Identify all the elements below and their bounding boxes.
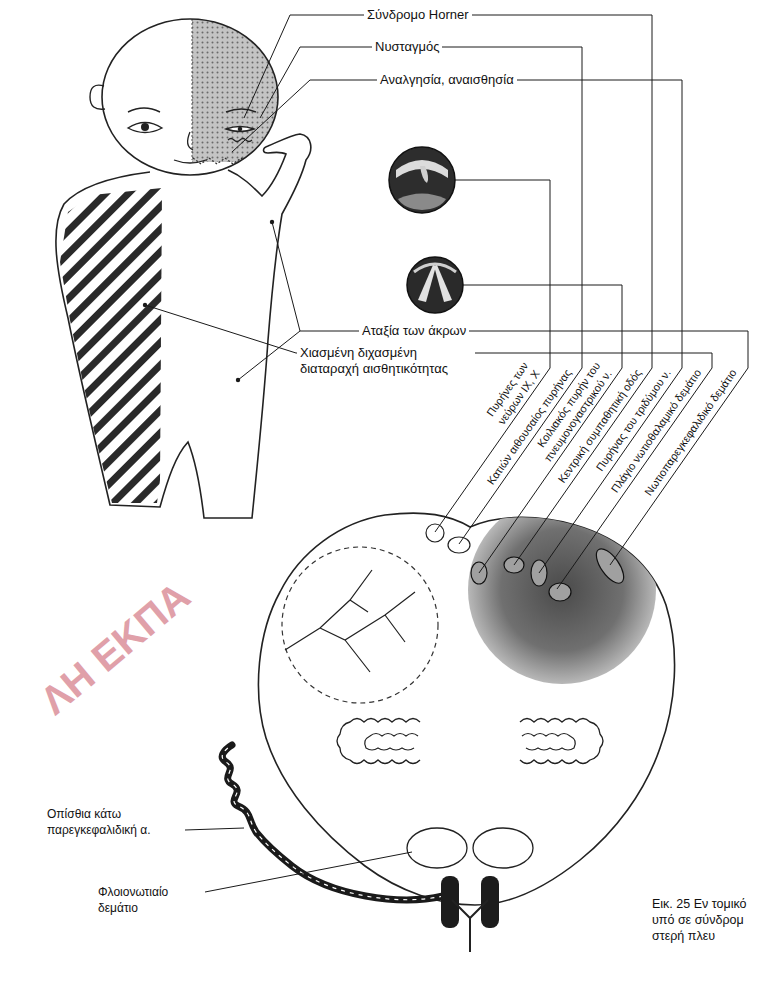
leader-line	[238, 331, 300, 380]
figure-caption: Εικ. 25 Εν τομικό υπό σε σύνδρομ στερή π…	[652, 896, 762, 944]
head-outline	[102, 19, 278, 175]
medulla-outline	[258, 513, 674, 905]
ear	[90, 85, 105, 109]
pyramid	[473, 828, 533, 868]
mouth	[174, 160, 206, 163]
olive-inner	[365, 734, 418, 751]
leader-line	[145, 305, 712, 589]
pharynx-view	[389, 147, 455, 213]
vertebral-artery	[441, 876, 459, 928]
leader-dot	[270, 220, 274, 224]
vertebral-artery	[481, 876, 499, 928]
symptom-label: Νυσταγμός	[372, 39, 442, 55]
anterior-spinal-artery	[452, 900, 488, 952]
eyebrow	[226, 109, 256, 112]
pyramid	[407, 828, 467, 868]
nucleus	[426, 524, 444, 542]
leader-line	[185, 828, 244, 830]
larynx-view	[407, 257, 463, 313]
eyebrow	[128, 108, 160, 112]
miotic-pupil	[238, 127, 243, 132]
nystagmus-marks	[228, 139, 252, 142]
midline-border	[192, 19, 193, 160]
leader-line	[232, 80, 682, 573]
tongue	[398, 194, 446, 211]
penetrating-vessels	[285, 570, 415, 672]
sensory-loss-stripes	[50, 180, 170, 510]
olive	[337, 719, 420, 764]
artery-label: Οπίσθια κάτω παρεγκεφαλιδική α.	[47, 806, 179, 838]
face-anesthesia-shading	[192, 15, 284, 162]
watermark: ΛΗ ΕΚΠΑ	[30, 571, 200, 725]
olive-outer	[337, 719, 420, 764]
tract	[591, 544, 629, 587]
nose	[188, 132, 193, 150]
vocal-cord	[434, 265, 452, 302]
pica-highlight	[222, 745, 443, 900]
horner-eye	[226, 127, 254, 132]
vocal-cord	[418, 265, 436, 302]
pupil	[141, 123, 149, 131]
tract-label: Φλοιονωτιαίο δεμάτιο	[98, 884, 198, 916]
leader-line	[244, 15, 652, 565]
uvula	[420, 166, 428, 183]
symptom-label: Αναλγησία, αναισθησία	[377, 72, 517, 88]
leader-line	[272, 222, 748, 565]
child-figure	[50, 15, 311, 518]
olive	[520, 719, 603, 764]
leader-line	[205, 852, 412, 892]
olive-outer	[520, 719, 603, 764]
symptom-label: Χιασμένη διχασμένη διαταραχή αισθητικότη…	[297, 345, 475, 377]
larynx-circle	[407, 257, 463, 313]
pharynx-circle	[389, 147, 455, 213]
leader-lines	[145, 15, 748, 892]
medulla-section	[258, 496, 674, 905]
olive-inner	[522, 734, 575, 751]
tract	[549, 583, 571, 601]
nucleus	[448, 537, 470, 553]
symptom-label: Αταξία των άκρων	[359, 323, 469, 339]
leader-dot	[236, 378, 240, 382]
vascular-territory	[282, 547, 438, 703]
pica-artery	[222, 745, 443, 900]
leader-dots	[143, 220, 274, 382]
leader-dot	[143, 303, 147, 307]
normal-eye	[128, 123, 162, 133]
leader-line	[260, 47, 582, 544]
symptom-label: Σύνδρομο Horner	[364, 7, 472, 23]
infarct-zone	[468, 496, 656, 684]
arteries	[222, 745, 499, 952]
